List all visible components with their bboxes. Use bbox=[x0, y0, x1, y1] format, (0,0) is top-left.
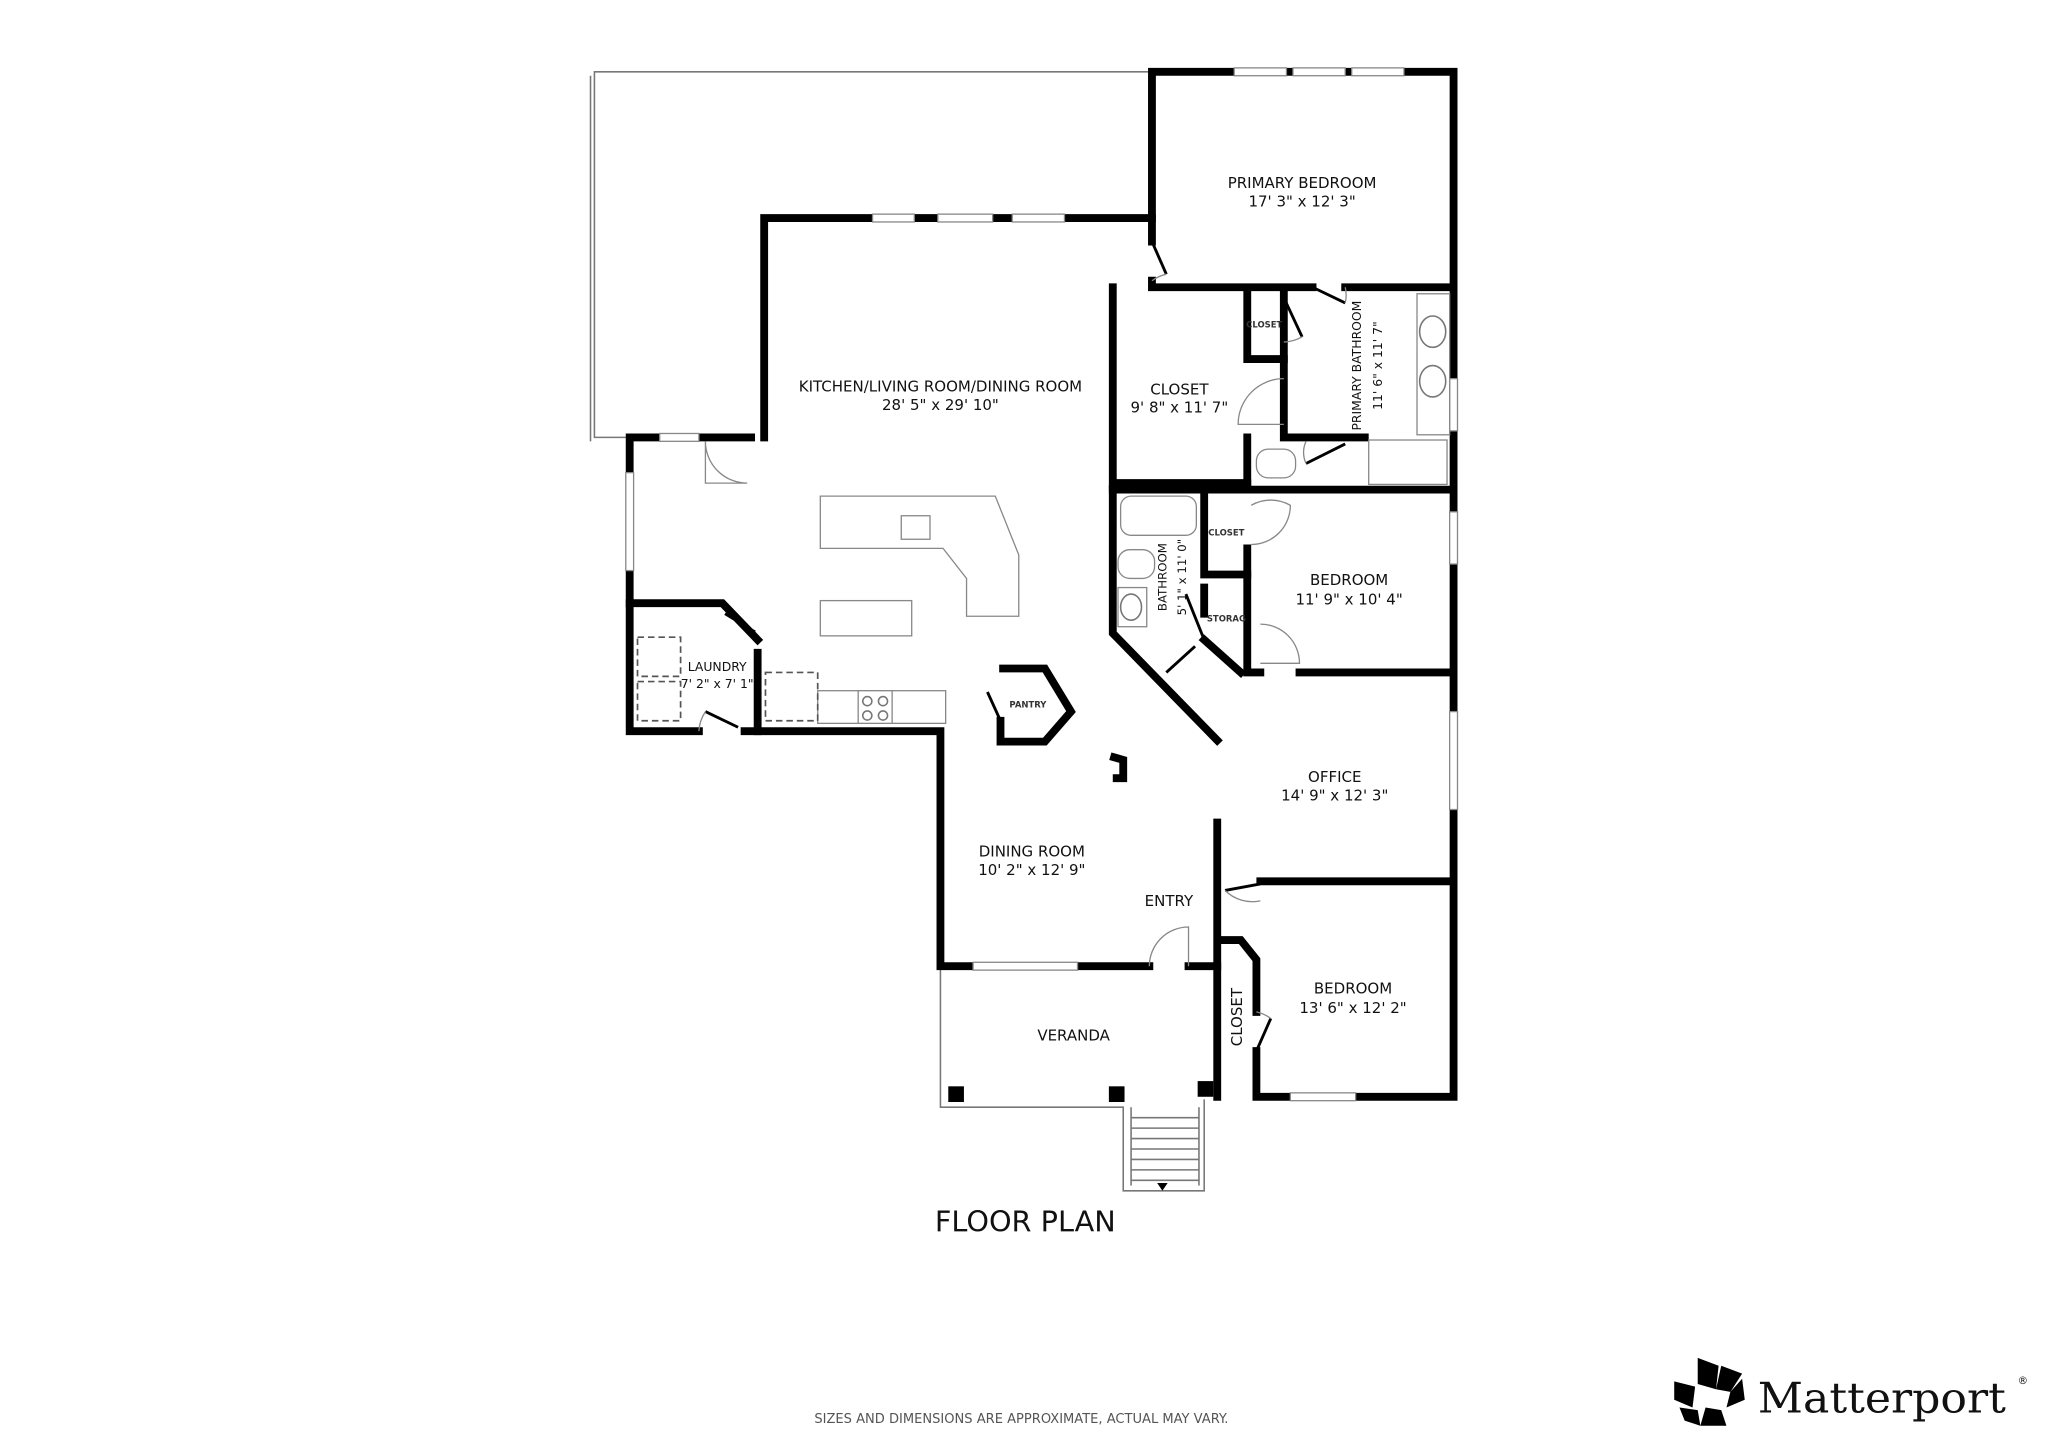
veranda-post bbox=[1108, 1086, 1125, 1102]
stairs bbox=[1130, 1107, 1200, 1191]
room-dims: 11' 6" x 11' 7" bbox=[1370, 321, 1385, 410]
room-name: PRIMARY BATHROOM bbox=[1349, 301, 1364, 431]
kitchen-island bbox=[819, 495, 1020, 617]
room-name: LAUNDRY bbox=[688, 659, 747, 674]
room-dims: 11' 9" x 10' 4" bbox=[1295, 591, 1402, 609]
room-name: BATHROOM bbox=[1155, 543, 1169, 611]
matterport-logo-icon bbox=[1674, 1357, 1745, 1426]
counter bbox=[819, 599, 913, 637]
fridge-space bbox=[764, 671, 819, 722]
registered-mark: ® bbox=[2018, 1375, 2028, 1387]
room-name: CLOSET bbox=[1246, 320, 1282, 330]
room-name: KITCHEN/LIVING ROOM/DINING ROOM bbox=[799, 378, 1082, 396]
room-name: DINING ROOM bbox=[979, 843, 1085, 861]
sink bbox=[900, 515, 931, 540]
room-dims: 17' 3" x 12' 3" bbox=[1248, 192, 1355, 210]
matterport-logo: Matterport ® bbox=[1674, 1357, 2028, 1426]
doors bbox=[698, 240, 1347, 1052]
room-name: CLOSET bbox=[1228, 987, 1246, 1046]
washer-space bbox=[636, 636, 682, 678]
windows bbox=[625, 67, 1459, 1102]
veranda-post bbox=[948, 1086, 964, 1102]
room-dims: 13' 6" x 12' 2" bbox=[1299, 999, 1406, 1017]
room-name: BEDROOM bbox=[1314, 980, 1392, 998]
room-name: VERANDA bbox=[1037, 1027, 1110, 1045]
walls bbox=[625, 67, 1458, 1101]
bathtub bbox=[1119, 495, 1198, 536]
room-name: OFFICE bbox=[1308, 768, 1361, 786]
dryer-space bbox=[636, 680, 682, 722]
room-dims: 10' 2" x 12' 9" bbox=[978, 861, 1085, 879]
room-dims: 28' 5" x 29' 10" bbox=[882, 396, 999, 414]
room-name: PANTRY bbox=[1009, 700, 1047, 710]
room-dims: 7' 2" x 7' 1" bbox=[681, 676, 754, 691]
room-name: CLOSET bbox=[1208, 527, 1244, 537]
fixtures bbox=[636, 293, 1451, 724]
room-dims: 5' 1" x 11' 0" bbox=[1175, 539, 1189, 616]
room-name: ENTRY bbox=[1145, 892, 1194, 910]
room-name: BEDROOM bbox=[1310, 571, 1388, 589]
room-labels: PRIMARY BEDROOM 17' 3" x 12' 3" KITCHEN/… bbox=[681, 174, 1407, 1046]
plan-title: FLOOR PLAN bbox=[935, 1204, 1116, 1238]
disclaimer: SIZES AND DIMENSIONS ARE APPROXIMATE, AC… bbox=[814, 1412, 1228, 1427]
room-name: STORAG bbox=[1207, 614, 1246, 624]
room-dims: 9' 8" x 11' 7" bbox=[1131, 399, 1229, 417]
brand-name: Matterport bbox=[1758, 1374, 2006, 1423]
room-name: CLOSET bbox=[1150, 380, 1209, 398]
veranda-post bbox=[1197, 1081, 1214, 1097]
room-name: PRIMARY BEDROOM bbox=[1228, 174, 1377, 192]
room-dims: 14' 9" x 12' 3" bbox=[1281, 786, 1388, 804]
outdoor-outlines bbox=[589, 71, 1214, 1192]
